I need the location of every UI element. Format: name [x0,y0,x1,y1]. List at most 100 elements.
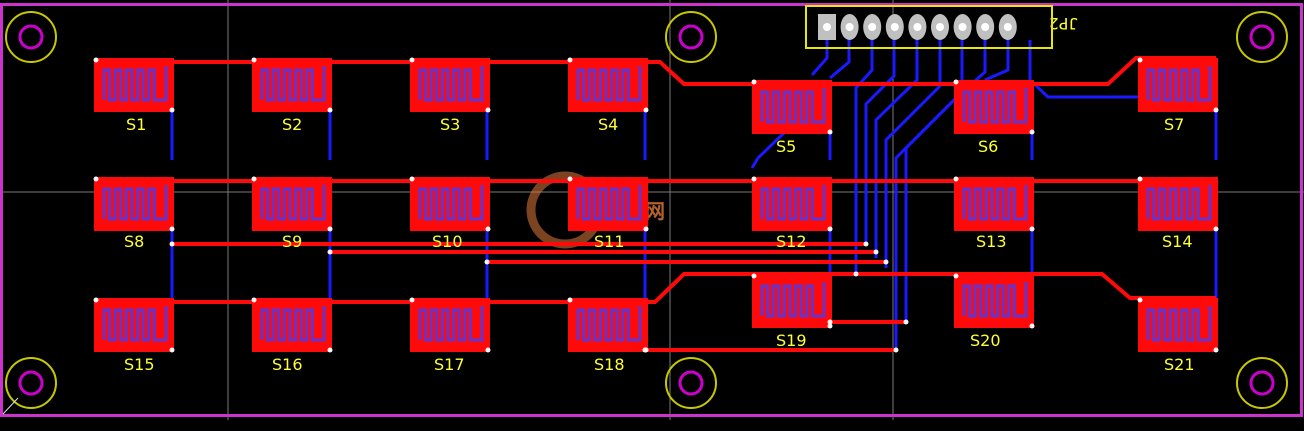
pad-corner-via [827,323,833,329]
mount-hole-ring [5,11,57,63]
pad-corner-via [1029,129,1035,135]
board-outline [0,3,1303,417]
pad-corner-via [953,79,959,85]
sensor-label: S2 [282,115,302,134]
pad-corner-via [953,273,959,279]
sensor-label: S3 [440,115,460,134]
via [169,241,175,247]
sensor-pad [954,177,1034,231]
sensor-s8: S8 [93,176,175,251]
pad-corner-via [751,273,757,279]
sensor-s6: S6 [953,79,1035,156]
pad-corner-via [643,226,649,232]
sensor-label: S17 [434,355,465,374]
sensor-pad [1138,298,1218,352]
pad-corner-via [1029,323,1035,329]
pad-corner-via [751,79,757,85]
sensor-pad [752,274,832,328]
sensor-pad [752,80,832,134]
mount-hole-drill [678,24,704,50]
sensor-s10: S10 [409,176,491,251]
mount-hole-drill [1249,24,1275,50]
sensor-pad [252,58,332,112]
sensor-s16: S16 [251,297,333,374]
sensor-label: S5 [776,137,796,156]
interdigital-electrode [576,185,642,221]
pad-corner-via [485,226,491,232]
mount-hole-ring [1236,357,1288,409]
connector-label: JP2 [1049,14,1078,33]
sensor-s1: S1 [93,57,175,134]
sensor-label: S1 [126,115,146,134]
interdigital-electrode [260,66,326,102]
sensor-label: S9 [282,232,302,251]
pad-corner-via [567,57,573,63]
sensor-pad [568,298,648,352]
connector-pin-hole [913,23,922,31]
sensor-label: S8 [124,232,144,251]
interdigital-electrode [760,88,826,124]
pad-corner-via [327,347,333,353]
sensor-s20: S20 [953,273,1035,350]
sensor-pad [954,80,1034,134]
via [484,259,490,265]
mount-hole-top-middle [665,11,717,63]
sensor-s2: S2 [251,57,333,134]
via [827,319,833,325]
bottom-trace-19 [750,157,760,169]
pad-corner-via [827,226,833,232]
sensor-s3: S3 [409,57,491,134]
interdigital-electrode [576,306,642,342]
sensor-pad [94,298,174,352]
sensor-s7: S7 [1137,57,1219,134]
sensor-s12: S12 [751,176,833,251]
sensor-pad [252,177,332,231]
mount-hole-drill [678,370,704,396]
interdigital-electrode [102,185,168,221]
mount-hole-ring [1236,11,1288,63]
interdigital-electrode [1146,66,1212,102]
connector-pin-hole [936,23,944,31]
pad-corner-via [169,226,175,232]
origin-marker [2,397,19,415]
pad-corner-via [169,347,175,353]
sensor-s18: S18 [567,297,649,374]
sensor-s19: S19 [751,273,833,350]
pad-corner-via [409,57,415,63]
sensor-s21: S21 [1137,297,1219,374]
pad-corner-via [485,347,491,353]
mount-hole-drill [1249,370,1275,396]
connector-pin-hole [958,23,967,31]
connector-jp2: JP2 [805,5,1078,49]
pad-corner-via [409,176,415,182]
mount-hole-top-left [5,11,57,63]
interdigital-electrode [102,306,168,342]
connector-pin-hole [890,23,899,31]
pad-corner-via [751,176,757,182]
pad-corner-via [1137,57,1143,63]
via [863,241,869,247]
connector-pin-hole [1003,23,1012,31]
connector-pin-hole [868,23,877,31]
pad-corner-via [827,129,833,135]
sensor-label: S7 [1164,115,1184,134]
connector-pin-hole [823,23,831,31]
interdigital-electrode [576,66,642,102]
mount-hole-top-right [1236,11,1288,63]
sensor-label: S12 [776,232,807,251]
mount-hole-ring [665,11,717,63]
vias [169,241,909,353]
sensor-s14: S14 [1137,176,1219,251]
pad-corner-via [1213,226,1219,232]
bottom-trace-16 [984,40,1010,82]
sensor-pad [1138,177,1218,231]
mount-hole-drill [18,24,44,50]
interdigital-electrode [260,306,326,342]
mount-hole-drill [18,370,44,396]
sensor-s9: S9 [251,176,333,251]
pad-corner-via [567,176,573,182]
sensor-label: S14 [1162,232,1193,251]
pad-corner-via [93,57,99,63]
sensor-pad [410,298,490,352]
sensor-label: S4 [598,115,618,134]
